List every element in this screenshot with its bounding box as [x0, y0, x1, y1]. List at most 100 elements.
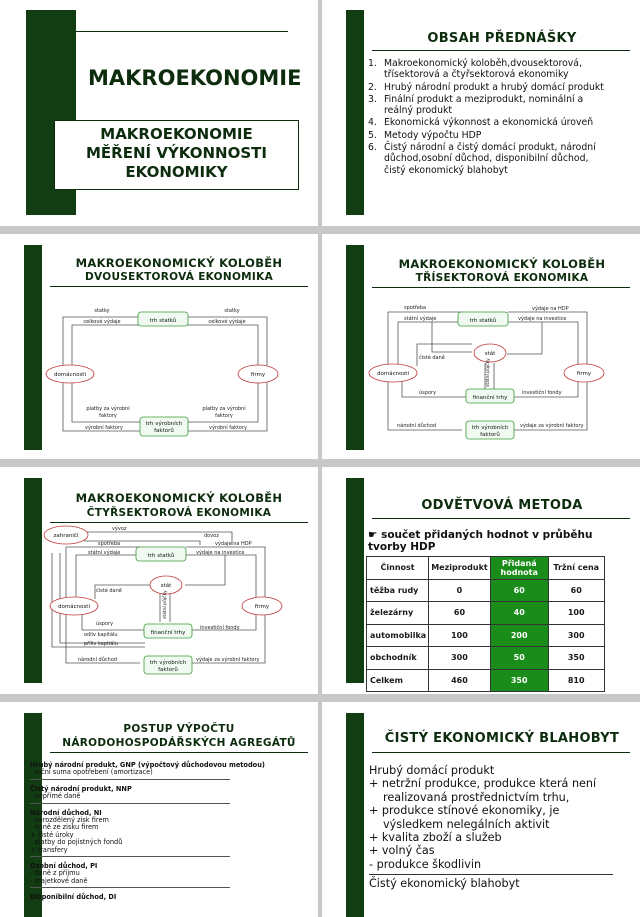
state-node	[473, 343, 507, 363]
column-header: Meziprodukt	[428, 556, 491, 580]
slide-title: MAKROEKONOMICKÝ KOLOBĚH	[398, 257, 606, 271]
welfare-line: + produkce stínové ekonomiky, je	[369, 804, 560, 818]
slide-subtitle: DVOUSEKTOROVÁ EKONOMIKA	[85, 271, 273, 283]
item-text: Čistý národní a čistý domácí produkt, ná…	[384, 142, 596, 176]
aggregate-heading: Čistý národní produkt, NNP	[30, 784, 132, 793]
abroad-label: zahraničí	[54, 532, 79, 539]
table-cell: obchodník	[365, 646, 430, 670]
flow-label: faktory	[215, 413, 233, 419]
slide-accent-bar	[24, 245, 42, 450]
item-number: 6.	[368, 142, 377, 154]
slide-accent-bar	[346, 478, 364, 683]
flow-label: národní důchod	[78, 656, 117, 663]
item-number: 3.	[368, 93, 377, 105]
item-text: Metody výpočtu HDP	[384, 129, 482, 141]
table-cell: 350	[489, 668, 549, 692]
table-cell: 60	[489, 578, 549, 602]
households-node	[45, 364, 95, 384]
slide-contents: OBSAH PŘEDNÁŠKY	[322, 0, 640, 226]
table-cell: 300	[547, 623, 605, 647]
pointing-hand-icon: ☛	[368, 529, 378, 541]
flow-label: celkové výdaje	[208, 318, 245, 325]
welfare-line: - produkce škodlivin	[369, 857, 482, 871]
flow-label: výdaje na investice	[518, 315, 566, 322]
aggregate-line: - nepřímé daně	[30, 792, 81, 801]
firms-label: firmy	[577, 371, 592, 377]
welfare-line: výsledkem nelegálních aktivit	[383, 817, 550, 831]
market-factors-label: trh výrobních	[146, 420, 183, 427]
title-rule	[372, 50, 630, 51]
flow-label: vývoz	[112, 525, 127, 532]
flow-label: dovoz	[204, 533, 219, 539]
slide-title: ODVĚTVOVÁ METODA	[421, 498, 583, 513]
list-item: 2.Hrubý národní produkt a hrubý domácí p…	[368, 82, 608, 93]
flow-label: výdaje na investice	[196, 549, 244, 556]
state-label: stát	[485, 350, 496, 357]
flow-label: investiční fondy	[522, 389, 562, 396]
slide-subtitle: ČTYŘSEKTOROVÁ EKONOMIKA	[86, 507, 272, 519]
aggregate-line: - roční suma opotřebení (amortizace)	[30, 768, 153, 777]
welfare-line: + netržní produkce, produkce která není	[369, 777, 597, 791]
aggregate-heading: Osobní důchod, PI	[30, 862, 98, 871]
welfare-line: Hrubý domácí produkt	[369, 764, 495, 777]
aggregate-divider	[30, 778, 230, 780]
bullet-text: součet přidaných hodnot v průběhu tvorby…	[368, 529, 593, 553]
flow-label: čisté daně	[419, 354, 445, 361]
list-item: 3.Finální produkt a meziprodukt, nominál…	[368, 94, 608, 117]
table-cell: 40	[489, 601, 549, 625]
flow-label: státní výdaje	[88, 549, 120, 556]
slide-title: NÁRODOHOSPODÁŘSKÝCH AGREGÁTŮ	[62, 737, 296, 749]
circular-flow-diagram: zahraničí trh statků finanční trhy trh v…	[43, 525, 283, 675]
title-rule	[76, 31, 288, 32]
flow-label: faktory	[99, 413, 117, 419]
table-cell: 100	[428, 623, 491, 647]
item-number: 1.	[368, 58, 377, 69]
column-header: Tržní cena	[547, 556, 605, 580]
table-cell: 460	[428, 668, 491, 692]
item-number: 4.	[368, 117, 377, 129]
aggregate-line: + čisté úroky	[30, 830, 74, 839]
slide-title: ČISTÝ EKONOMICKÝ BLAHOBYT	[384, 731, 620, 746]
item-number: 2.	[368, 81, 377, 93]
aggregate-line: - daně z příjmu	[30, 869, 80, 878]
aggregate-line: - daně ze zisku firem	[30, 823, 99, 832]
slide-column-divider	[318, 0, 322, 917]
market-factors-label: trh výrobních	[472, 424, 509, 431]
aggregate-line: - platby do pojistných fondů	[30, 838, 123, 847]
title-rule	[50, 522, 308, 523]
welfare-line: + kvalita zboží a služeb	[369, 831, 502, 845]
table-cell: 60	[428, 601, 491, 625]
abroad-node	[43, 525, 89, 545]
market-goods-label: trh statků	[150, 317, 177, 324]
households-node	[368, 363, 418, 383]
table-cell: železárny	[365, 601, 430, 625]
slide-two-sector: MAKROEKONOMICKÝ KOLOBĚH DVOUSEKTOROVÁ EK…	[0, 234, 318, 459]
table-cell: 810	[547, 668, 605, 692]
column-header: Činnost	[365, 556, 430, 580]
slide-net-welfare: ČISTÝ EKONOMICKÝ BLAHOBYT	[322, 702, 640, 917]
market-factors-node	[139, 416, 189, 437]
slide-four-sector: MAKROEKONOMICKÝ KOLOBĚH ČTYŘSEKTOROVÁ EK…	[0, 467, 318, 694]
market-factors-label: faktorů	[154, 427, 174, 434]
slide-three-sector: MAKROEKONOMICKÝ KOLOBĚH TŘÍSEKTOROVÁ EKO…	[322, 234, 640, 459]
flow-label: celkové výdaje	[83, 318, 120, 325]
state-node	[149, 575, 183, 595]
table-cell: automobilka	[365, 623, 430, 647]
slide-row-divider	[0, 694, 640, 702]
title-rule	[372, 752, 630, 753]
firms-label: firmy	[255, 604, 270, 610]
slide-aggregates: POSTUP VÝPOČTU NÁRODOHOSPODÁŘSKÝCH AGREG…	[0, 702, 318, 917]
column-header: Přidaná hodnota	[489, 556, 549, 580]
table-header-row: Činnost Meziprodukt Přidaná hodnota Tržn…	[365, 556, 605, 580]
slide-title: MAKROEKONOMICKÝ KOLOBĚH	[75, 256, 283, 270]
slide-accent-bar	[24, 713, 42, 917]
subtitle-line: MAKROEKONOMIE	[100, 125, 253, 143]
aggregate-line: - nerozdělený zisk firem	[30, 816, 109, 825]
title-rule	[372, 518, 630, 519]
welfare-result: Čistý ekonomický blahobyt	[369, 877, 520, 891]
slide-subtitle: TŘÍSEKTOROVÁ EKONOMIKA	[415, 272, 589, 284]
